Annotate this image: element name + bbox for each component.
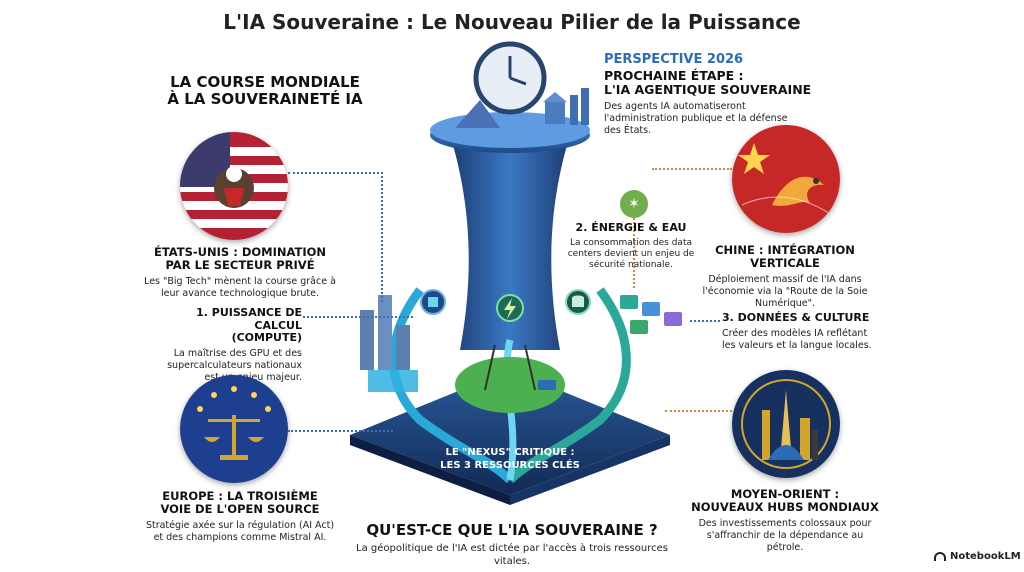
- question-heading: QU'EST-CE QUE L'IA SOUVERAINE ?: [366, 521, 658, 539]
- compute-text: La maîtrise des GPU et des supercalculat…: [167, 347, 302, 383]
- europe-block: EUROPE : LA TROISIÈME VOIE DE L'OPEN SOU…: [140, 489, 340, 544]
- dome-icon: [768, 445, 804, 460]
- china-heading-line1: CHINE : INTÉGRATION: [715, 243, 855, 257]
- usa-medallion: [180, 132, 288, 240]
- china-text: Déploiement massif de l'IA dans l'économ…: [702, 274, 868, 310]
- compute-heading-line2: (COMPUTE): [231, 331, 302, 345]
- nexus-illustration: [350, 41, 682, 505]
- central-tower: [450, 135, 570, 350]
- energy-text: La consommation des data centers devient…: [567, 237, 695, 271]
- nexus-label-line1: LE "NEXUS" CRITIQUE :: [445, 447, 575, 458]
- energy-connector: [633, 218, 635, 288]
- energy-heading: 2. ÉNERGIE & EAU: [575, 221, 687, 234]
- middle-east-block: MOYEN-ORIENT : NOUVEAUX HUBS MONDIAUX De…: [690, 487, 880, 554]
- china-heading-line2: VERTICALE: [750, 256, 820, 271]
- question-text: La géopolitique de l'IA est dictée par l…: [356, 543, 668, 567]
- europe-medallion: [180, 375, 288, 483]
- usa-block: ÉTATS-UNIS : DOMINATION PAR LE SECTEUR P…: [140, 245, 340, 300]
- question-block: QU'EST-CE QUE L'IA SOUVERAINE ? La géopo…: [340, 521, 684, 568]
- middle-east-connector: [665, 410, 732, 412]
- server-tower-icon: [360, 310, 374, 370]
- europe-heading: EUROPE : LA TROISIÈME VOIE DE L'OPEN SOU…: [140, 489, 340, 517]
- compute-connector: [303, 316, 413, 318]
- perspective-heading: PROCHAINE ÉTAPE : L'IA AGENTIQUE SOUVERA…: [604, 68, 834, 98]
- china-heading: CHINE : INTÉGRATION VERTICALE: [690, 243, 880, 271]
- building-icon: [545, 102, 565, 124]
- perspective-block: PERSPECTIVE 2026 PROCHAINE ÉTAPE : L'IA …: [604, 52, 834, 136]
- perspective-heading-line1: PROCHAINE ÉTAPE :: [604, 68, 744, 83]
- energy-landscape: [455, 357, 565, 413]
- energy-block: 2. ÉNERGIE & EAU La consommation des dat…: [566, 221, 696, 271]
- skyscraper-icon: [762, 410, 770, 460]
- stream-right: [506, 287, 631, 484]
- compute-heading: 1. PUISSANCE DE CALCUL (COMPUTE): [150, 306, 302, 345]
- nexus-label: LE "NEXUS" CRITIQUE : LES 3 RESSOURCES C…: [420, 447, 600, 472]
- usa-connector-vertical: [381, 172, 383, 302]
- middle-east-heading: MOYEN-ORIENT : NOUVEAUX HUBS MONDIAUX: [690, 487, 880, 515]
- perspective-label: PERSPECTIVE 2026: [604, 52, 744, 67]
- chip-icon: [368, 370, 418, 392]
- europe-text: Stratégie axée sur la régulation (AI Act…: [145, 520, 335, 544]
- scales-icon: [232, 415, 236, 455]
- left-header: LA COURSE MONDIALE À LA SOUVERAINETÉ IA: [150, 73, 380, 109]
- left-header-line2: À LA SOUVERAINETÉ IA: [167, 90, 363, 109]
- china-block: CHINE : INTÉGRATION VERTICALE Déploiemen…: [690, 243, 880, 310]
- data-culture-text: Créer des modèles IA reflétant les valeu…: [722, 327, 872, 351]
- data-culture-connector: [690, 320, 720, 322]
- lightbulb-icon: ✶: [620, 190, 648, 218]
- compute-heading-line1: 1. PUISSANCE DE CALCUL: [196, 306, 302, 332]
- usa-heading-line2: PAR LE SECTEUR PRIVÉ: [165, 258, 315, 273]
- brand-label: NotebookLM: [950, 551, 1021, 562]
- compute-block: 1. PUISSANCE DE CALCUL (COMPUTE) La maît…: [150, 306, 302, 384]
- document-icon: [620, 295, 638, 309]
- europe-connector: [288, 430, 393, 432]
- data-culture-heading: 3. DONNÉES & CULTURE: [722, 311, 870, 324]
- page-title: L'IA Souveraine : Le Nouveau Pilier de l…: [223, 10, 801, 34]
- brand-badge: NotebookLM: [934, 551, 1021, 562]
- left-header-line1: LA COURSE MONDIALE: [170, 73, 360, 91]
- middle-east-heading-line1: MOYEN-ORIENT :: [730, 487, 840, 501]
- middle-east-text: Des investissements colossaux pour s'aff…: [698, 518, 872, 554]
- data-culture-block: 3. DONNÉES & CULTURE Créer des modèles I…: [722, 311, 872, 351]
- china-medallion: [732, 125, 840, 233]
- perspective-heading-line2: L'IA AGENTIQUE SOUVERAINE: [604, 82, 812, 98]
- notebooklm-logo-icon: [934, 552, 946, 561]
- middle-east-medallion: [732, 370, 840, 478]
- usa-heading-line1: ÉTATS-UNIS : DOMINATION: [153, 245, 327, 259]
- china-connector: [652, 168, 732, 170]
- dragon-icon: [772, 176, 824, 206]
- nexus-label-line2: LES 3 RESSOURCES CLÉS: [440, 459, 580, 471]
- usa-connector: [288, 172, 383, 174]
- perspective-text: Des agents IA automatiseront l'administr…: [604, 100, 788, 136]
- usa-text: Les "Big Tech" mènent la course grâce à …: [144, 276, 336, 300]
- middle-east-heading-line2: NOUVEAUX HUBS MONDIAUX: [691, 500, 879, 515]
- europe-heading-line1: EUROPE : LA TROISIÈME: [162, 489, 318, 503]
- europe-heading-line2: VOIE DE L'OPEN SOURCE: [160, 502, 320, 517]
- usa-heading: ÉTATS-UNIS : DOMINATION PAR LE SECTEUR P…: [140, 245, 340, 273]
